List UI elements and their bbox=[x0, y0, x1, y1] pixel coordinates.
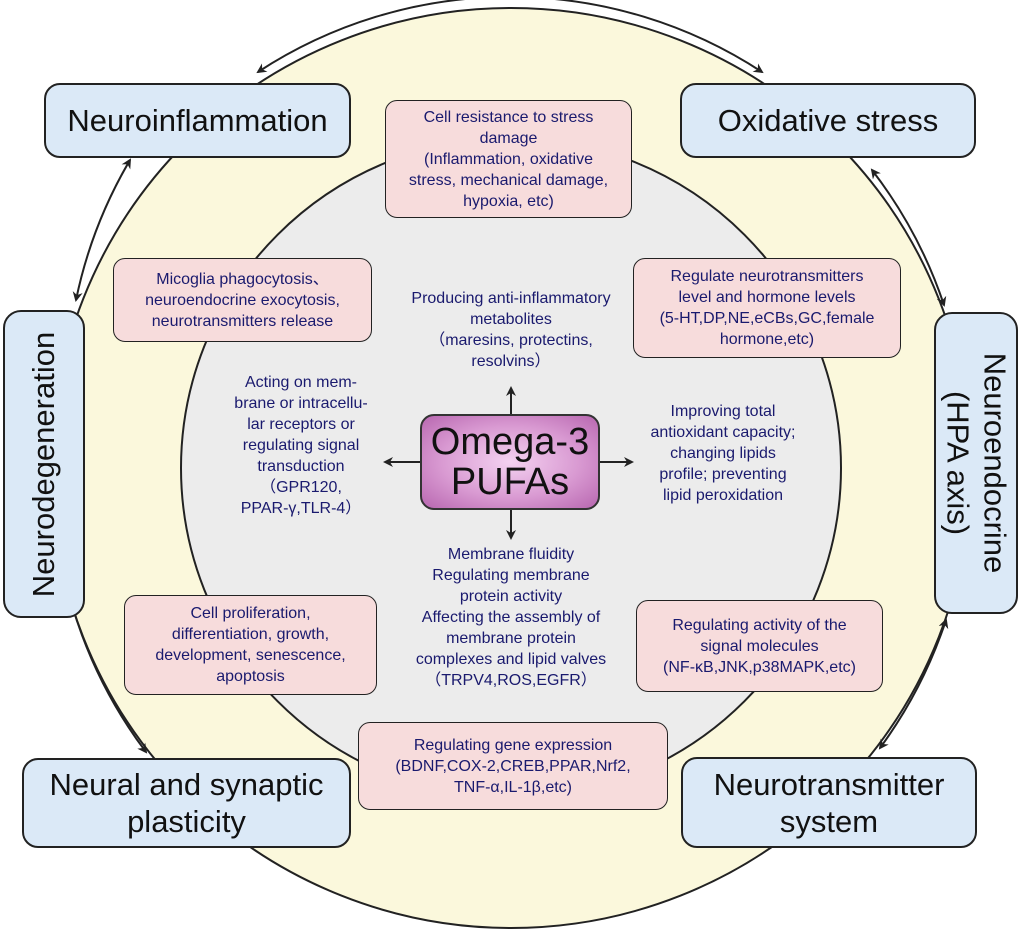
omega3-label: Omega-3 bbox=[430, 421, 590, 463]
neuroinflammation-text: Neuroinflammation bbox=[67, 102, 327, 139]
cell-proliferation-line-2: differentiation, growth, bbox=[171, 626, 330, 643]
antioxidant-line-5: lipid peroxidation bbox=[662, 487, 784, 504]
neuroendocrine-text: Neuroendocrine (HPA axis) bbox=[939, 353, 1013, 574]
cycle-arrow-top bbox=[256, 0, 764, 74]
signal-molecules-line-3: (NF-κB,JNK,p38MAPK,etc) bbox=[663, 658, 856, 676]
membrane-line-2: Regulating membrane bbox=[432, 567, 590, 584]
signal-molecules-line-1: Regulating activity of the bbox=[672, 616, 847, 634]
omega3-center-box: Omega-3 PUFAs bbox=[420, 414, 600, 510]
antioxidant-text: Improving total antioxidant capacity; ch… bbox=[628, 401, 818, 506]
stress-resistance-line-3: (Inflammation, oxidative bbox=[424, 150, 593, 168]
cycle-arrow-upper-left bbox=[72, 158, 132, 302]
neuroendocrine-label-line-1: Neuroendocrine bbox=[977, 352, 1012, 574]
membrane-line-7: （TRPV4,ROS,EGFR） bbox=[425, 672, 597, 689]
neuroendocrine-box: Neuroendocrine (HPA axis) bbox=[934, 312, 1018, 614]
stress-resistance-line-2: damage bbox=[479, 129, 538, 147]
gene-expression-box: Regulating gene expression (BDNF,COX-2,C… bbox=[358, 722, 668, 810]
neural-plasticity-box: Neural and synaptic plasticity bbox=[22, 758, 351, 848]
neurodegeneration-text: Neurodegeneration bbox=[26, 331, 63, 596]
stress-resistance-line-5: hypoxia, etc) bbox=[463, 192, 554, 210]
neuroinflammation-label: Neuroinflammation bbox=[67, 103, 328, 138]
anti-inflammatory-text: Producing anti-inflammatory metabolites … bbox=[381, 288, 641, 372]
cell-proliferation-line-3: development, senescence, bbox=[155, 647, 346, 664]
cell-proliferation-box: Cell proliferation, differentiation, gro… bbox=[124, 595, 377, 695]
neurodegeneration-label: Neurodegeneration bbox=[26, 331, 62, 597]
neural-plasticity-label-line-2: plasticity bbox=[127, 804, 246, 839]
anti-inflammatory-line-3: （maresins, protectins, bbox=[429, 332, 593, 349]
neurodegeneration-box: Neurodegeneration bbox=[3, 310, 85, 618]
cycle-arrow-lower-right bbox=[878, 618, 949, 750]
membrane-text: Membrane fluidity Regulating membrane pr… bbox=[381, 544, 641, 691]
neurotransmitter-system-label-line-2: system bbox=[779, 803, 879, 839]
neural-plasticity-label-line-1: Neural and synaptic bbox=[49, 767, 324, 802]
membrane-line-1: Membrane fluidity bbox=[447, 546, 575, 563]
neurotransmitter-system-label-line-1: Neurotransmitter bbox=[713, 766, 945, 802]
receptors-line-6: （GPR120, bbox=[260, 479, 342, 496]
anti-inflammatory-line-2: metabolites bbox=[470, 311, 552, 328]
receptors-line-1: Acting on mem- bbox=[244, 374, 358, 391]
oxidative-stress-label: Oxidative stress bbox=[717, 103, 939, 138]
cell-proliferation-line-1: Cell proliferation, bbox=[190, 605, 311, 622]
neuroinflammation-box: Neuroinflammation bbox=[44, 83, 351, 158]
pufas-label: PUFAs bbox=[450, 461, 570, 503]
cycle-arrow-lower-left bbox=[69, 603, 148, 754]
receptors-text: Acting on mem- brane or intracellu- lar … bbox=[216, 372, 386, 519]
signal-molecules-box: Regulating activity of the signal molecu… bbox=[636, 600, 883, 692]
microglia-line-3: neurotransmitters release bbox=[151, 312, 334, 330]
gene-expression-line-2: (BDNF,COX-2,CREB,PPAR,Nrf2, bbox=[395, 757, 631, 775]
membrane-line-4: Affecting the assembly of bbox=[421, 609, 601, 626]
microglia-line-2: neuroendocrine exocytosis, bbox=[145, 291, 340, 309]
gene-expression-line-3: TNF-α,IL-1β,etc) bbox=[453, 778, 572, 796]
antioxidant-line-4: profile; preventing bbox=[659, 466, 787, 483]
gene-expression-line-1: Regulating gene expression bbox=[413, 736, 613, 754]
receptors-line-5: transduction bbox=[257, 458, 345, 475]
stress-resistance-line-4: stress, mechanical damage, bbox=[408, 171, 609, 189]
neuroendocrine-label-line-2: (HPA axis) bbox=[940, 390, 975, 536]
neurotransmitter-system-text: Neurotransmitter system bbox=[714, 766, 945, 840]
neurotransmitter-levels-line-2: level and hormone levels bbox=[678, 289, 856, 306]
neurotransmitter-levels-line-1: Regulate neurotransmitters bbox=[670, 268, 864, 285]
oxidative-stress-text: Oxidative stress bbox=[718, 102, 939, 139]
receptors-line-4: regulating signal bbox=[242, 437, 360, 454]
microglia-box: Micoglia phagocytosis、 neuroendocrine ex… bbox=[113, 258, 372, 342]
cycle-arrow-upper-right bbox=[870, 168, 947, 307]
neurotransmitter-system-box: Neurotransmitter system bbox=[681, 757, 977, 848]
antioxidant-line-3: changing lipids bbox=[670, 445, 776, 462]
cell-proliferation-line-4: apoptosis bbox=[216, 668, 285, 685]
receptors-line-7: PPAR-γ,TLR-4） bbox=[240, 500, 362, 517]
oxidative-stress-box: Oxidative stress bbox=[680, 83, 976, 158]
neurotransmitter-levels-line-3: (5-HT,DP,NE,eCBs,GC,female bbox=[659, 310, 875, 327]
antioxidant-line-1: Improving total bbox=[670, 403, 776, 420]
receptors-line-3: lar receptors or bbox=[247, 416, 355, 433]
stress-resistance-box: Cell resistance to stress damage (Inflam… bbox=[385, 100, 632, 218]
anti-inflammatory-line-1: Producing anti-inflammatory bbox=[411, 290, 611, 307]
neural-plasticity-text: Neural and synaptic plasticity bbox=[50, 766, 324, 840]
membrane-line-6: complexes and lipid valves bbox=[415, 651, 607, 668]
microglia-line-1: Micoglia phagocytosis、 bbox=[156, 270, 329, 288]
neurotransmitter-levels-line-4: hormone,etc) bbox=[719, 331, 815, 348]
receptors-line-2: brane or intracellu- bbox=[234, 395, 368, 412]
stress-resistance-line-1: Cell resistance to stress bbox=[423, 108, 594, 126]
signal-molecules-line-2: signal molecules bbox=[700, 637, 819, 655]
membrane-line-5: membrane protein bbox=[446, 630, 576, 647]
neurotransmitter-levels-box: Regulate neurotransmitters level and hor… bbox=[633, 258, 901, 358]
anti-inflammatory-line-4: resolvins） bbox=[471, 353, 551, 370]
membrane-line-3: protein activity bbox=[459, 588, 563, 605]
antioxidant-line-2: antioxidant capacity; bbox=[650, 424, 796, 441]
